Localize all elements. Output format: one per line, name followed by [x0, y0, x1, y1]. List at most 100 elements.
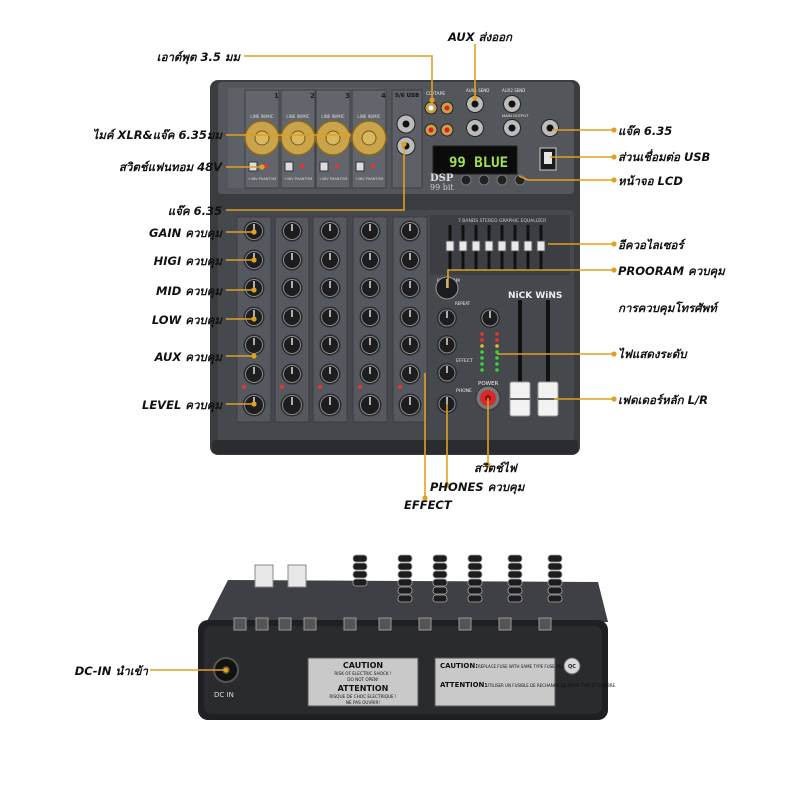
rear-knob: [432, 562, 448, 571]
rear-knob: [432, 586, 448, 595]
xlr-jack-center: [254, 130, 270, 146]
fuse-attention-text: UTILISER UN FUSIBLE DE RECHANGE DE MEME …: [486, 683, 616, 688]
xlr-jack-center: [325, 130, 341, 146]
rear-knob: [467, 594, 483, 603]
phantom-switch: [284, 161, 294, 172]
meter-led: [495, 350, 499, 354]
leader-jack-6-35-left: [226, 144, 405, 211]
channel-number: 1: [274, 92, 279, 100]
xlr-jack-center: [290, 130, 306, 146]
rca-center: [428, 105, 434, 111]
jack-hole: [402, 120, 410, 128]
leader-dot-low: [251, 316, 257, 322]
phantom-led: [335, 164, 339, 168]
caution-title: CAUTION: [343, 661, 383, 670]
attention-line-1: RISQUE DE CHOC ELECTRIQUE !: [329, 694, 397, 699]
rear-front-jack: [418, 617, 432, 631]
meter-led: [495, 338, 499, 342]
rear-front-jack: [255, 617, 269, 631]
callout-gain: GAIN ควบคุม: [149, 226, 222, 240]
peak-led: [358, 385, 362, 389]
leader-dot-main-fader: [611, 396, 617, 402]
dsp-badge: DSP: [430, 173, 454, 184]
phantom-label: +48V PHANTOM: [248, 177, 277, 181]
rear-knob: [547, 578, 563, 587]
phone-label: PHONE: [456, 388, 472, 394]
channel-number: 3: [345, 92, 350, 100]
meter-led: [480, 356, 484, 360]
rear-knob: [507, 594, 523, 603]
cd-tape-label: CD/TAPE: [426, 91, 445, 97]
callout-low: LOW ควบคุม: [151, 313, 222, 327]
line-in-label: LINE IN/MIC: [286, 114, 309, 119]
rear-knob: [432, 570, 448, 579]
leader-dot-mid: [251, 287, 257, 293]
channel-number: 4: [381, 92, 386, 100]
leader-dot-aux: [251, 353, 257, 359]
leader-dot-phones: [444, 482, 450, 488]
callout-phones: PHONES ควบคุม: [430, 480, 525, 494]
rear-front-jack: [498, 617, 512, 631]
rear-knob: [397, 570, 413, 579]
phantom-led: [300, 164, 304, 168]
rear-knob: [467, 570, 483, 579]
rear-front-jack: [233, 617, 247, 631]
rear-knob: [547, 594, 563, 603]
line-in-label: LINE IN/MIC: [357, 114, 380, 119]
callout-effect: EFFECT: [404, 498, 452, 512]
meter-led: [480, 344, 484, 348]
aux2-send-label: AUX2 SEND: [502, 88, 525, 93]
phantom-label: +48V PHANTOM: [284, 177, 313, 181]
callout-aux-out: AUX ส่งออก: [447, 30, 512, 44]
rear-knob: [547, 570, 563, 579]
callout-dots: [223, 95, 617, 673]
rear-front-jack: [303, 617, 317, 631]
rca-center: [428, 127, 434, 133]
jack-hole: [508, 100, 516, 108]
callout-level-meter: ไฟแสดงระดับ: [618, 347, 687, 361]
callout-program: PROORAM ควบคุม: [618, 264, 725, 278]
meter-led: [495, 356, 499, 360]
attention-title: ATTENTION: [338, 684, 389, 693]
peak-led: [280, 385, 284, 389]
xlr-jack-center: [361, 130, 377, 146]
leader-dot-power-switch: [485, 462, 491, 468]
meter-led: [495, 368, 499, 372]
rca-center: [444, 127, 450, 133]
repeat-label: REPEAT: [455, 301, 471, 306]
peak-led: [398, 385, 402, 389]
jack-hole: [546, 124, 554, 132]
dsp-bit-label: 99 bit: [430, 183, 454, 192]
phantom-switch: [319, 161, 329, 172]
callout-jack-6-35-right: แจ๊ค 6.35: [618, 124, 673, 138]
callout-lcd: หน้าจอ LCD: [618, 174, 683, 188]
leader-dot-jack-6-35-right: [611, 127, 617, 133]
phantom-switch: [355, 161, 365, 172]
callout-output-3-5mm: เอาต์พุต 3.5 มม: [156, 50, 240, 64]
callout-mid: MID ควบคุม: [156, 284, 222, 298]
rear-knob: [507, 578, 523, 587]
rear-front-jack: [343, 617, 357, 631]
phantom-label: +48V PHANTOM: [319, 177, 348, 181]
eq-slider-cap: [523, 240, 533, 252]
rear-knob: [397, 594, 413, 603]
callout-usb: ส่วนเชื่อมต่อ USB: [618, 150, 711, 164]
leader-dot-output-3-5: [429, 97, 435, 103]
phantom-led: [264, 164, 268, 168]
leader-output-3-5: [244, 55, 433, 100]
rear-knob: [432, 594, 448, 603]
rear-knob: [507, 570, 523, 579]
rear-front-jack: [538, 617, 552, 631]
rear-knob: [467, 578, 483, 587]
rear-knob: [547, 554, 563, 563]
eq-slider-cap: [510, 240, 520, 252]
peak-led: [242, 385, 246, 389]
peak-led: [318, 385, 322, 389]
leader-dot-level-meter: [611, 351, 617, 357]
line-in-label: LINE IN/MIC: [250, 114, 273, 119]
power-label: POWER: [478, 381, 499, 387]
callout-dc-in: DC-IN นำเข้า: [74, 664, 148, 678]
rear-knob: [467, 586, 483, 595]
